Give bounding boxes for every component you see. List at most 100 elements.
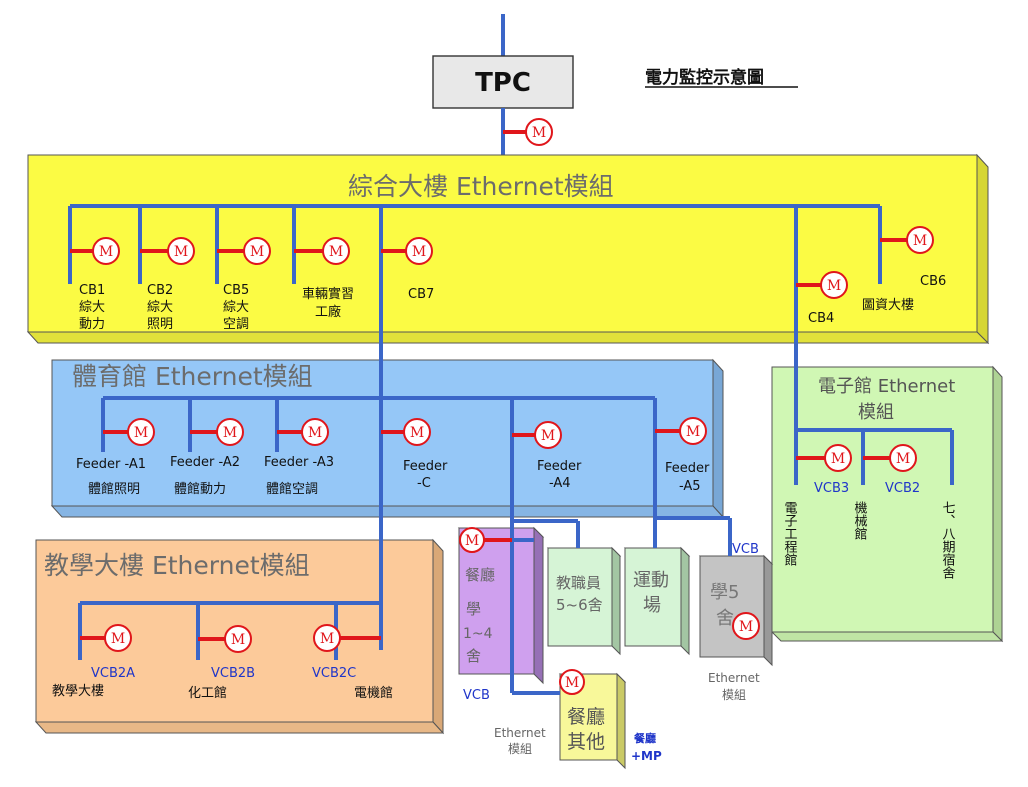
svg-text:M: M	[896, 451, 910, 467]
svg-text:M: M	[541, 428, 555, 444]
svg-text:M: M	[412, 244, 426, 260]
other-mp-label-2: +MP	[631, 749, 662, 763]
svg-text:M: M	[913, 233, 927, 249]
svg-text:M: M	[532, 125, 546, 141]
meter-cb5: M	[217, 237, 271, 265]
teaching-side	[432, 538, 444, 735]
svg-text:M: M	[231, 632, 245, 648]
feeder-c-label-1: Feeder	[403, 459, 448, 474]
other-label-2: 其他	[567, 731, 605, 753]
staff-box	[546, 546, 622, 656]
ee-label: 電子工程館	[782, 501, 798, 566]
cb2-label-3: 照明	[147, 317, 173, 332]
mech-label: 機械館	[852, 501, 868, 540]
meter-cb4: M	[796, 271, 848, 299]
cb2-label-2: 綜大	[147, 300, 173, 315]
meter-vcb3: M	[796, 444, 852, 472]
meter-feeder-a1: M	[103, 418, 155, 446]
meter-vcb2c: M	[313, 624, 381, 652]
dorm5-box	[698, 554, 774, 667]
cb5-label-2: 綜大	[223, 300, 249, 315]
tpc-label: TPC	[475, 68, 531, 98]
meter-dorm5: M	[732, 612, 760, 640]
dorm5-vcb-label: VCB	[732, 542, 759, 557]
library-label: 圖資大樓	[862, 298, 914, 313]
cb1-label-2: 綜大	[79, 300, 105, 315]
dining-vcb-label: VCB	[463, 688, 490, 703]
feeder-a4-label-2: -A4	[549, 476, 571, 491]
stadium-label-2: 場	[643, 595, 661, 616]
dining-box	[457, 526, 545, 685]
diagram-title: 電力監控示意圖	[645, 67, 764, 88]
cb6-label: CB6	[920, 274, 946, 289]
svg-text:M: M	[410, 425, 424, 441]
svg-text:M: M	[320, 631, 334, 647]
feeder-a4-label-1: Feeder	[537, 459, 582, 474]
cb5-label-3: 空調	[223, 317, 249, 332]
stadium-label-1: 運動	[633, 570, 669, 591]
dining-label-2: 學	[466, 600, 481, 618]
dorm78-label: 七、八期宿舍	[940, 501, 956, 579]
svg-text:M: M	[250, 244, 264, 260]
svg-text:M: M	[99, 244, 113, 260]
vcb2-label: VCB2	[885, 481, 920, 496]
feeder-a5-label-1: Feeder	[665, 461, 710, 476]
meter-dining: M	[459, 527, 512, 553]
gym-title: 體育館 Ethernet模組	[72, 362, 313, 391]
cb4-label: CB4	[808, 311, 834, 326]
vehicle-label-2: 工廠	[315, 304, 341, 320]
dorm5-label-1: 學5	[710, 582, 739, 603]
meter-feeder-a5: M	[655, 417, 707, 445]
meter-cb6: M	[880, 226, 934, 254]
meter-other: M	[559, 669, 585, 695]
teaching-title: 教學大樓 Ethernet模組	[44, 551, 310, 580]
meters: M M M M M M M	[70, 118, 934, 695]
feeder-a1-sub: 體館照明	[88, 482, 140, 497]
meter-cb7: M	[381, 237, 433, 265]
vcb2a-label: VCB2A	[91, 666, 135, 681]
svg-text:M: M	[827, 278, 841, 294]
dining-label-3: 1~4	[463, 626, 493, 642]
feeder-a3-label: Feeder -A3	[264, 455, 334, 470]
feeder-c-label-2: -C	[417, 476, 431, 491]
other-label-1: 餐廳	[567, 706, 605, 728]
cb2-label-1: CB2	[147, 283, 173, 298]
svg-text:M: M	[739, 619, 753, 635]
meter-cb2: M	[140, 237, 195, 265]
meter-feeder-a2: M	[190, 418, 244, 446]
meter-vcb2b: M	[198, 625, 252, 653]
dining-label-4: 舍	[466, 647, 481, 665]
feeder-a1-label: Feeder -A1	[76, 457, 146, 472]
feeder-a2-sub: 體館動力	[174, 482, 226, 497]
electronics-module	[770, 365, 1004, 643]
svg-text:M: M	[111, 631, 125, 647]
svg-text:M: M	[223, 425, 237, 441]
meter-cb1: M	[70, 237, 120, 265]
zonghe-bottom	[26, 331, 990, 344]
meter-tpc: M	[503, 118, 553, 146]
svg-text:M: M	[686, 424, 700, 440]
teaching-bottom	[34, 721, 445, 734]
feeder-a3-sub: 體館空調	[266, 482, 318, 497]
feeder-a5-label-2: -A5	[679, 479, 701, 494]
electronics-side	[992, 365, 1003, 643]
svg-text:M: M	[134, 425, 148, 441]
dorm5-eth-label-2: 模組	[722, 688, 746, 702]
electronics-face	[771, 366, 994, 633]
cb1-label-3: 動力	[79, 317, 105, 332]
dining-label-1: 餐廳	[465, 566, 495, 584]
svg-text:M: M	[308, 425, 322, 441]
vcb2c-label: VCB2C	[312, 666, 356, 681]
other-eth-label-1: Ethernet	[494, 726, 546, 740]
meter-feeder-a3: M	[277, 418, 329, 446]
vcb2c-sub: 電機館	[354, 686, 393, 701]
svg-text:M: M	[565, 675, 579, 691]
other-eth-label-2: 模組	[508, 742, 532, 756]
meter-feeder-c: M	[381, 418, 431, 446]
vcb2b-label: VCB2B	[211, 666, 255, 681]
meter-feeder-a4: M	[512, 421, 562, 449]
vcb2b-sub: 化工館	[188, 686, 227, 701]
electronics-bottom	[770, 631, 1004, 642]
zonghe-title: 綜合大樓 Ethernet模組	[348, 172, 614, 201]
